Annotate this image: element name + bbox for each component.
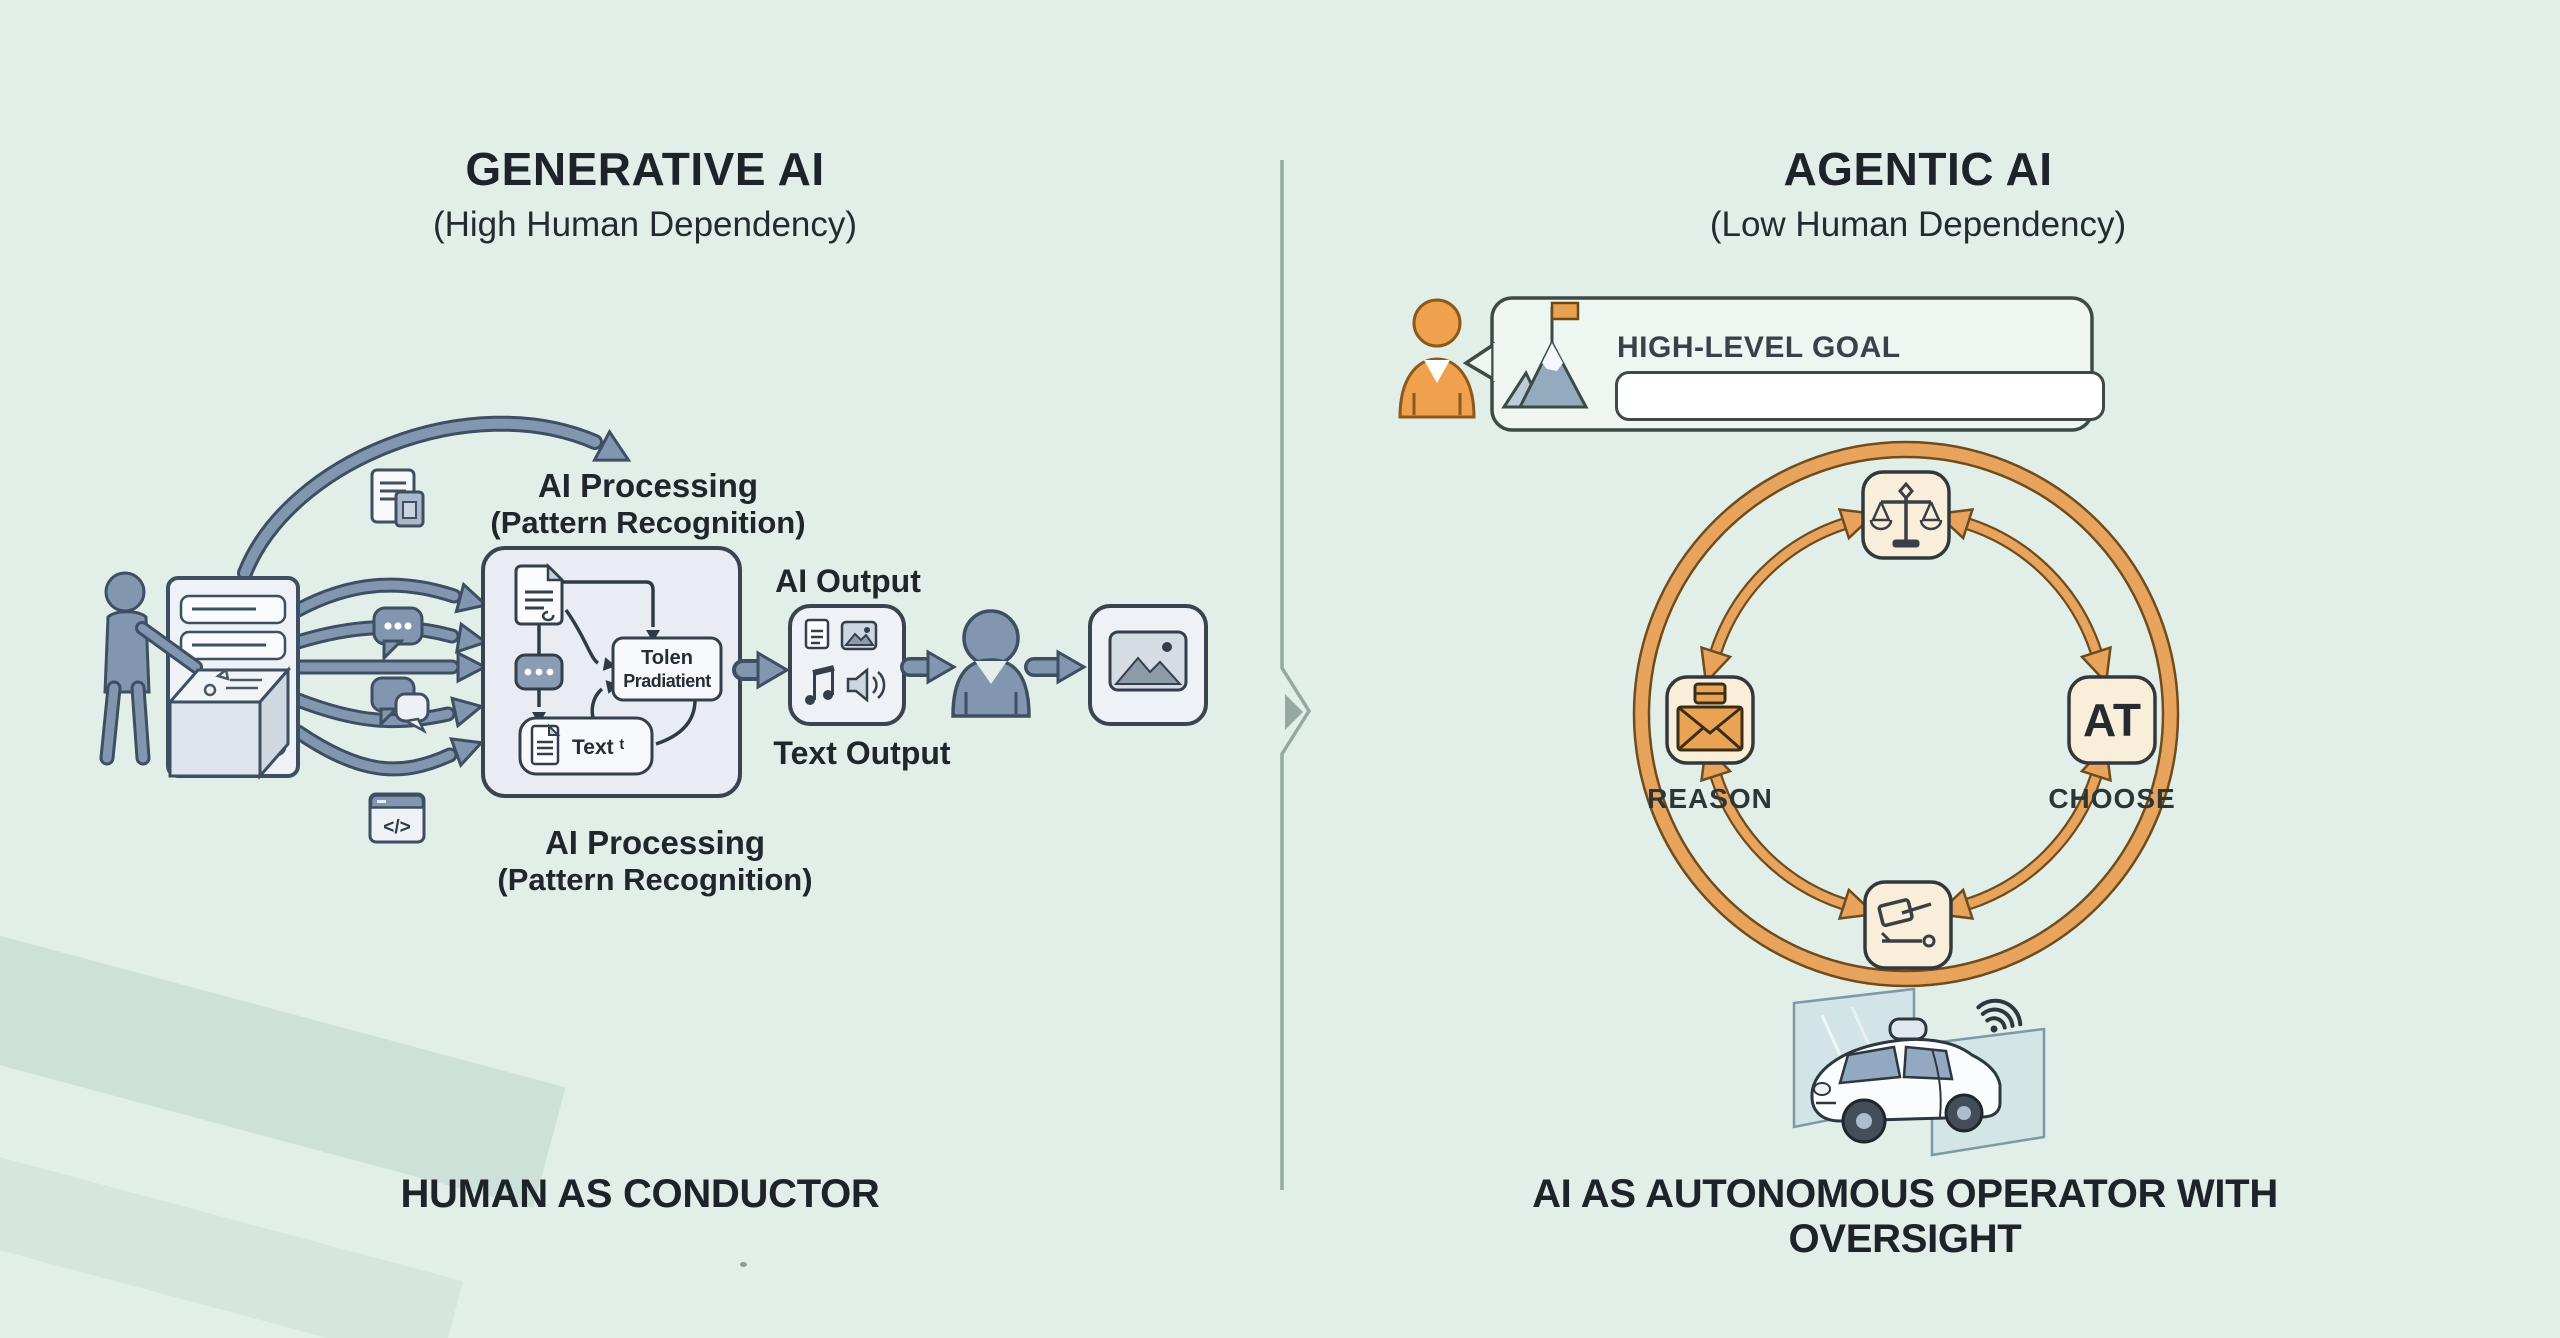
- chat-bubble-icon: [372, 606, 424, 662]
- goal-person-icon: [1398, 298, 1476, 419]
- cycle-node-choose: AT: [2067, 675, 2157, 765]
- generative-flow-diagram: </> AI Processing (Pattern Recognition) …: [99, 415, 1208, 897]
- self-driving-car-scene: [1792, 987, 2046, 1157]
- text-output-chip: Text ᵗ: [518, 716, 654, 776]
- chat-bubbles-icon: [370, 676, 430, 735]
- flow-arrow: [732, 650, 790, 690]
- input-arrows: [237, 415, 632, 777]
- watermark-band: [0, 926, 566, 1209]
- cycle-ring: [1632, 440, 2180, 988]
- text-output-label: Text Output: [773, 735, 951, 771]
- image-icon: [1108, 630, 1188, 692]
- left-subtitle: (High Human Dependency): [432, 205, 858, 244]
- left-caption: HUMAN AS CONDUCTOR: [400, 1172, 880, 1216]
- inner-connectors: [537, 580, 697, 746]
- result-image-box: [1088, 604, 1208, 726]
- right-subtitle: (Low Human Dependency): [1709, 205, 2127, 244]
- cycle-arrows: [1700, 508, 2112, 920]
- text-chip-label: Text ᵗ: [572, 736, 624, 759]
- fan-arrow: [290, 577, 490, 777]
- center-divider: [1280, 160, 1312, 1190]
- cycle-node-at-text: AT: [2083, 694, 2141, 746]
- ai-output-label: AI Output: [775, 563, 921, 599]
- speaker-icon: [846, 667, 886, 703]
- cycle-node-reason: [1665, 675, 1755, 765]
- processing-label-bottom-1: AI Processing: [545, 824, 765, 861]
- gavel-icon: [1877, 898, 1936, 948]
- right-caption: AI AS AUTONOMOUS OPERATOR WITH OVERSIGHT: [1532, 1172, 2278, 1261]
- goal-input[interactable]: [1615, 371, 2105, 421]
- mail-plan-icon: [1676, 682, 1744, 752]
- desk-scribbles: [203, 667, 262, 697]
- cycle-label-reason: REASON: [1647, 783, 1773, 814]
- document-icon: [804, 618, 830, 650]
- flow-arrow: [1024, 649, 1088, 685]
- ai-output-box: [788, 604, 906, 726]
- image-icon: [840, 620, 878, 651]
- token-dots-chip-icon: [514, 653, 564, 691]
- divider-chevron-icon: [1285, 694, 1303, 730]
- token-line2: Pradiatient: [623, 671, 711, 691]
- processing-label-top-2: (Pattern Recognition): [490, 505, 805, 540]
- cycle-label-choose: CHOOSE: [2048, 783, 2175, 814]
- ai-processing-box: Tolen Pradiatient Text ᵗ: [481, 546, 742, 798]
- flow-arrow: [900, 649, 958, 685]
- cycle-node-act: [1863, 880, 1953, 970]
- document-input-icon: [370, 468, 425, 528]
- agent-cycle-diagram: REASON AT CHOOSE: [1632, 440, 2180, 988]
- speck: [740, 1262, 747, 1267]
- processing-label-bottom-2: (Pattern Recognition): [497, 862, 812, 897]
- cycle-node-evaluate: [1861, 470, 1951, 560]
- viewer-person-icon: [951, 609, 1031, 718]
- scales-icon: [1869, 481, 1943, 548]
- goal-label: HIGH-LEVEL GOAL: [1617, 331, 1901, 364]
- divider-line: [1280, 160, 1312, 1190]
- mountain-flag-icon: [1501, 301, 1589, 409]
- self-driving-car-icon: [1810, 1017, 2002, 1144]
- code-glyph: </>: [383, 817, 410, 838]
- document-icon: [530, 723, 561, 766]
- left-title: GENERATIVE AI: [465, 143, 825, 195]
- document-icon: [514, 562, 566, 626]
- control-desk: [166, 666, 292, 780]
- token-prediction-box: Tolen Pradiatient: [611, 636, 723, 702]
- right-title: AGENTIC AI: [1783, 143, 2053, 195]
- code-window-icon: </>: [368, 792, 426, 844]
- token-line1: Tolen: [641, 647, 693, 669]
- human-figure: [99, 571, 203, 766]
- wifi-signal-icon: [1976, 998, 2023, 1033]
- music-note-icon: [805, 665, 835, 705]
- processing-label-top-1: AI Processing: [538, 467, 758, 504]
